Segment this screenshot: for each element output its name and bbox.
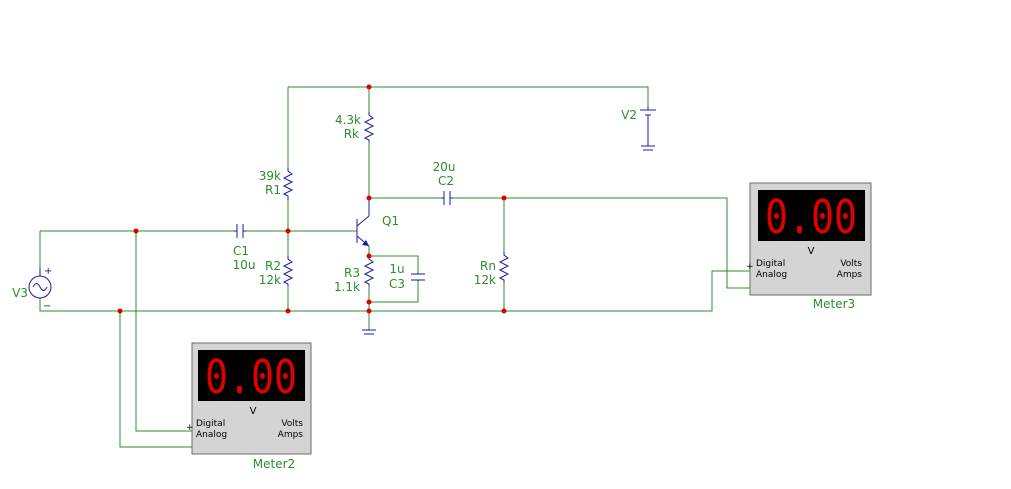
meter2-plus: + <box>186 423 194 433</box>
c1-name-label: C1 <box>233 244 249 258</box>
rn-name-label: Rn <box>480 259 496 273</box>
rk-name-label: Rk <box>344 127 359 141</box>
junction-dot <box>366 308 372 314</box>
r1-resistor[interactable] <box>282 168 294 200</box>
component-labels: 4.3k Rk 39k R1 V2 20u C2 Q1 C1 10u R2 12… <box>12 108 637 312</box>
meter2-analog-option[interactable]: Analog <box>196 430 227 440</box>
r3-resistor[interactable] <box>363 256 375 286</box>
meter2-volts-option[interactable]: Volts <box>281 419 303 429</box>
c2-name-label: C2 <box>438 174 454 188</box>
junction-dot <box>366 195 372 201</box>
meter2-digital-option[interactable]: Digital <box>196 419 225 429</box>
meter2-unit: V <box>250 406 257 417</box>
r1-name-label: R1 <box>265 183 281 197</box>
meter3-plus: + <box>746 262 754 272</box>
v3-minus-label: − <box>43 301 51 312</box>
junction-dots <box>117 84 507 314</box>
wires <box>39 86 750 448</box>
junction-dot <box>285 308 291 314</box>
c3-name-label: C3 <box>389 277 405 291</box>
rk-resistor[interactable] <box>363 112 375 142</box>
meter2-amps-option[interactable]: Amps <box>278 430 304 440</box>
q1-name-label: Q1 <box>382 214 399 228</box>
meter3-amps-option[interactable]: Amps <box>837 270 863 280</box>
junction-dot <box>133 228 139 234</box>
c1-capacitor[interactable] <box>234 224 246 238</box>
c2-value-label: 20u <box>433 160 456 174</box>
rn-value-label: 12k <box>474 273 496 287</box>
r2-name-label: R2 <box>265 259 281 273</box>
v2-dc-source[interactable] <box>640 107 656 151</box>
meter2-display <box>198 350 305 401</box>
r3-value-label: 1.1k <box>334 280 360 294</box>
meter3-unit: V <box>808 246 815 257</box>
junction-dot <box>117 308 123 314</box>
q1-transistor[interactable] <box>356 198 370 247</box>
ground-icon <box>362 329 376 335</box>
v3-plus-label: + <box>44 266 52 277</box>
meter2-reading: 0.00 <box>205 350 297 404</box>
meter3-digital-option[interactable]: Digital <box>756 259 785 269</box>
rn-resistor[interactable] <box>498 252 510 282</box>
meter2[interactable]: 0.00 V + Digital Analog Volts Amps Meter… <box>186 342 312 471</box>
meter3-volts-option[interactable]: Volts <box>840 259 862 269</box>
meter3-display <box>758 190 865 241</box>
r2-resistor[interactable] <box>282 256 294 286</box>
junction-dot <box>366 299 372 305</box>
rk-value-label: 4.3k <box>335 113 361 127</box>
v3-name-label: V3 <box>12 286 28 300</box>
meter3-name-label: Meter3 <box>813 297 855 311</box>
meter3-analog-option[interactable]: Analog <box>756 270 787 280</box>
meter3[interactable]: 0.00 V + Digital Analog Volts Amps Meter… <box>746 182 872 311</box>
c3-capacitor[interactable] <box>411 273 425 281</box>
v3-ac-source[interactable] <box>28 268 52 299</box>
junction-dot <box>366 84 372 90</box>
meter2-name-label: Meter2 <box>253 457 295 471</box>
r1-value-label: 39k <box>259 169 281 183</box>
c1-value-label: 10u <box>233 258 256 272</box>
meter3-reading: 0.00 <box>765 190 857 244</box>
junction-dot <box>501 308 507 314</box>
junction-dot <box>366 253 372 259</box>
junction-dot <box>501 195 507 201</box>
c3-value-label: 1u <box>389 262 404 276</box>
junction-dot <box>285 228 291 234</box>
v2-name-label: V2 <box>621 108 637 122</box>
c2-capacitor[interactable] <box>441 191 453 205</box>
r3-name-label: R3 <box>344 266 360 280</box>
r2-value-label: 12k <box>259 273 281 287</box>
